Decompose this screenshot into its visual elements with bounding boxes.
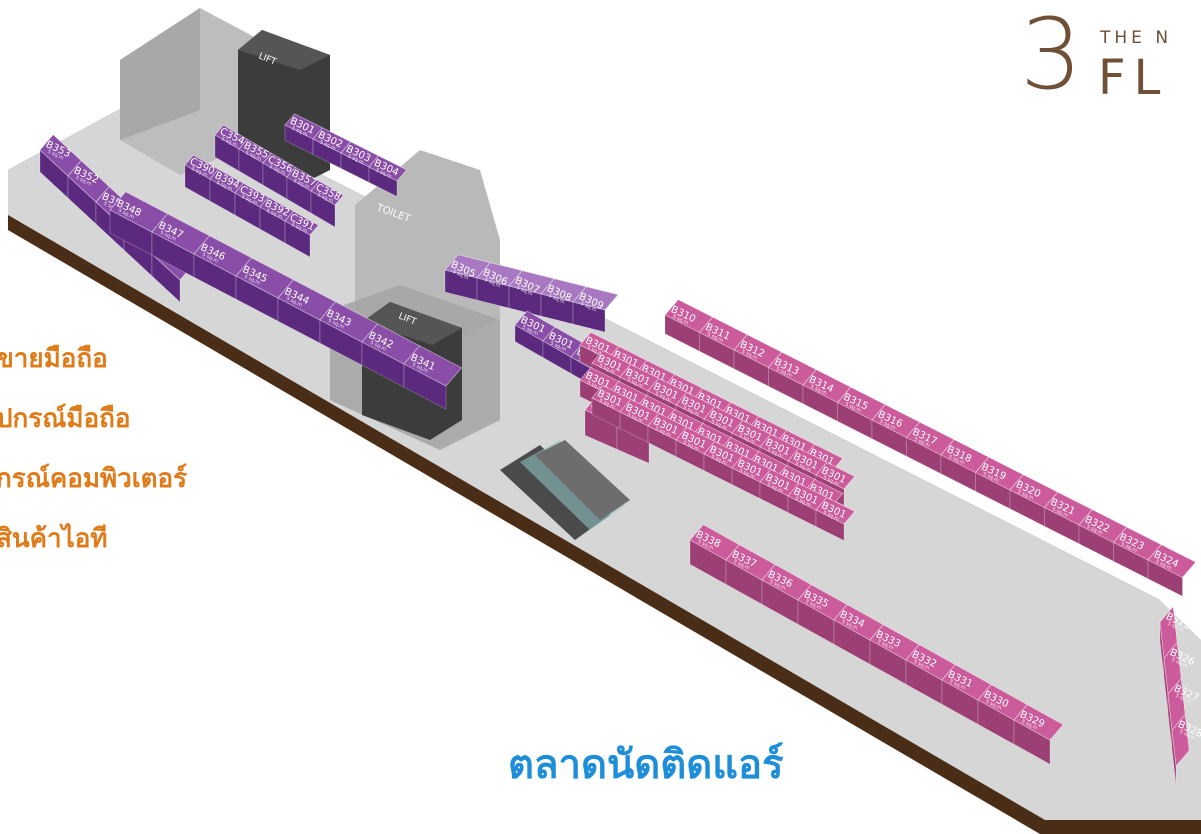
booth-top-face	[1013, 704, 1064, 741]
category-3: กรณ์คอมพิวเตอร์	[0, 464, 188, 494]
booth-top-face	[1147, 544, 1197, 578]
booth-top-face	[368, 155, 408, 182]
booth-top-face	[310, 180, 344, 206]
category-1: ขายมือถือ	[0, 344, 108, 374]
category-2: ปกรณ์มือถือ	[0, 404, 131, 434]
service-blocks	[120, 8, 500, 450]
booth-top-face	[572, 286, 619, 311]
booth-top-face	[284, 210, 319, 236]
booth-top-face	[815, 496, 856, 525]
category-4: สินค้าไอที	[0, 524, 108, 554]
escalator	[500, 440, 630, 540]
brand-title: FL	[1098, 50, 1169, 106]
floor-number: 3	[1020, 0, 1083, 112]
booth-top-face	[403, 345, 463, 387]
market-title: ตลาดนัดติดแอร์	[508, 742, 784, 788]
booth-top-face	[1171, 713, 1190, 767]
brand-subtitle: THE N	[1100, 28, 1173, 48]
booth-top-face	[815, 461, 856, 490]
